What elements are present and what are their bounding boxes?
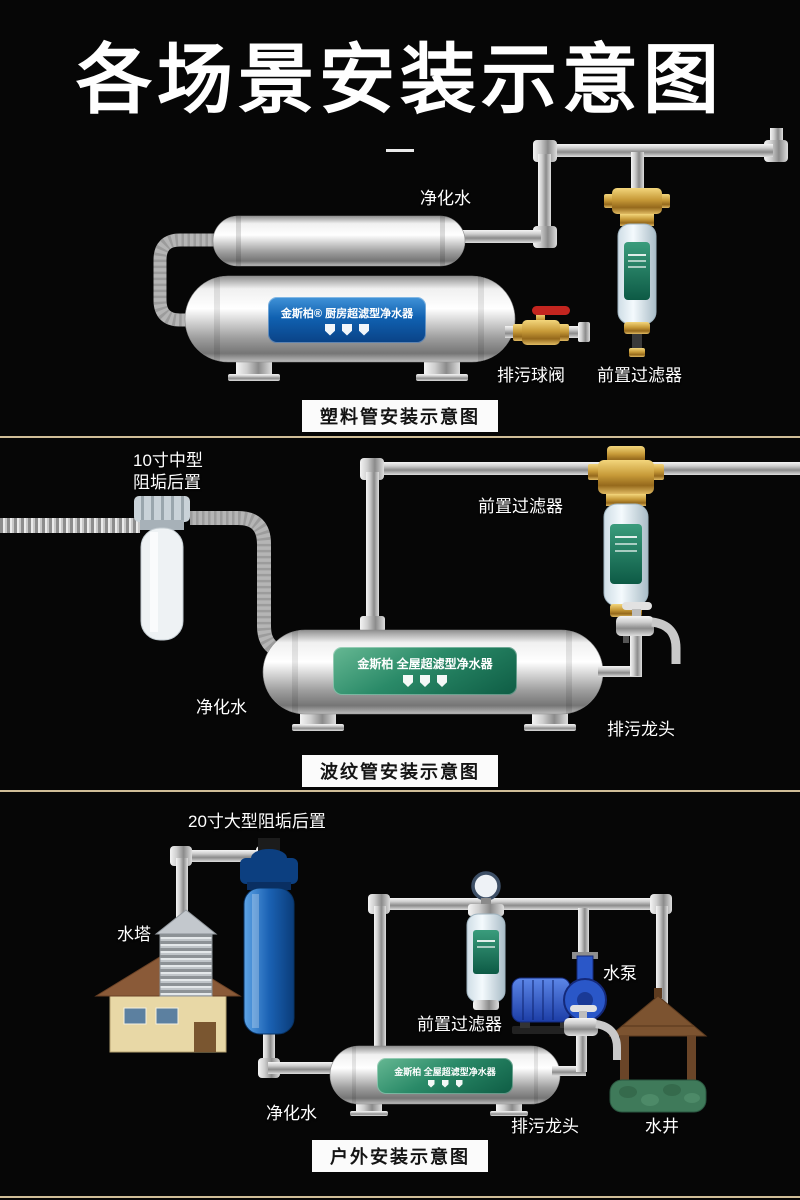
device-label-text: 金斯柏 全屋超滤型净水器 <box>357 657 493 671</box>
shield-icons <box>427 1079 463 1088</box>
section-divider <box>0 436 800 438</box>
drain-faucet <box>552 1005 621 1076</box>
caption-outdoor: 户外安装示意图 <box>312 1140 488 1172</box>
well-illustration <box>608 988 708 1113</box>
label-water-tower: 水塔 <box>117 925 151 944</box>
label-drain-faucet: 排污龙头 <box>511 1117 579 1136</box>
page-title: 各场景安装示意图 <box>76 38 724 123</box>
label-prefilter: 前置过滤器 <box>478 497 563 516</box>
label-drain-faucet: 排污龙头 <box>607 720 675 739</box>
label-postfilter: 20寸大型阻垢后置 <box>188 812 326 831</box>
drain-faucet <box>598 602 681 677</box>
water-tower-illustration <box>154 909 218 997</box>
plastic-pipe-diagram <box>153 128 788 381</box>
device-label-plate: 金斯柏 全屋超滤型净水器 <box>377 1058 513 1094</box>
corrugated-pipe-diagram <box>0 446 800 731</box>
top-tank <box>212 215 466 267</box>
shield-icon <box>455 1079 463 1088</box>
outdoor-diagram <box>94 838 708 1116</box>
device-label-text: 金斯柏 全屋超滤型净水器 <box>394 1066 496 1077</box>
label-pump: 水泵 <box>603 964 637 983</box>
shield-icon <box>359 323 369 336</box>
bottom-divider <box>0 1196 800 1198</box>
shield-icon <box>403 675 413 687</box>
device-label-plate: 金斯柏 全屋超滤型净水器 <box>333 647 517 695</box>
caption-corrugated-pipe: 波纹管安装示意图 <box>302 755 498 787</box>
section-divider <box>0 790 800 792</box>
label-postfilter: 10寸中型阻垢后置 <box>133 451 203 493</box>
device-label-plate: 金斯柏® 厨房超滤型净水器 <box>268 297 426 343</box>
pre-filter <box>588 446 664 643</box>
label-purified-water: 净化水 <box>266 1104 317 1123</box>
drain-ball-valve <box>505 306 590 345</box>
label-drain-valve: 排污球阀 <box>497 366 565 385</box>
device-label-text: 金斯柏® 厨房超滤型净水器 <box>280 307 414 320</box>
post-filter-housing <box>134 496 190 641</box>
label-prefilter: 前置过滤器 <box>597 366 682 385</box>
shield-icons <box>403 675 447 687</box>
pipes <box>360 458 800 632</box>
shield-icon <box>342 323 352 336</box>
pipes <box>455 128 788 248</box>
label-purified-water: 净化水 <box>420 189 471 208</box>
hose-to-purifier <box>190 511 306 659</box>
shield-icon <box>437 675 447 687</box>
shield-icon <box>420 675 430 687</box>
shield-icon <box>325 323 335 336</box>
shield-icon <box>427 1079 435 1088</box>
connecting-hose <box>153 233 226 327</box>
shield-icons <box>325 323 369 336</box>
shield-icon <box>441 1079 449 1088</box>
label-well: 水井 <box>645 1117 679 1136</box>
label-prefilter: 前置过滤器 <box>417 1015 502 1034</box>
corrugated-inlet-pipe <box>0 518 140 533</box>
pre-filter <box>466 871 506 1010</box>
pre-filter <box>604 188 670 357</box>
post-filter-20in <box>240 838 298 1035</box>
caption-plastic-pipe: 塑料管安装示意图 <box>302 400 498 432</box>
label-purified-water: 净化水 <box>196 698 247 717</box>
title-dash <box>386 149 414 152</box>
